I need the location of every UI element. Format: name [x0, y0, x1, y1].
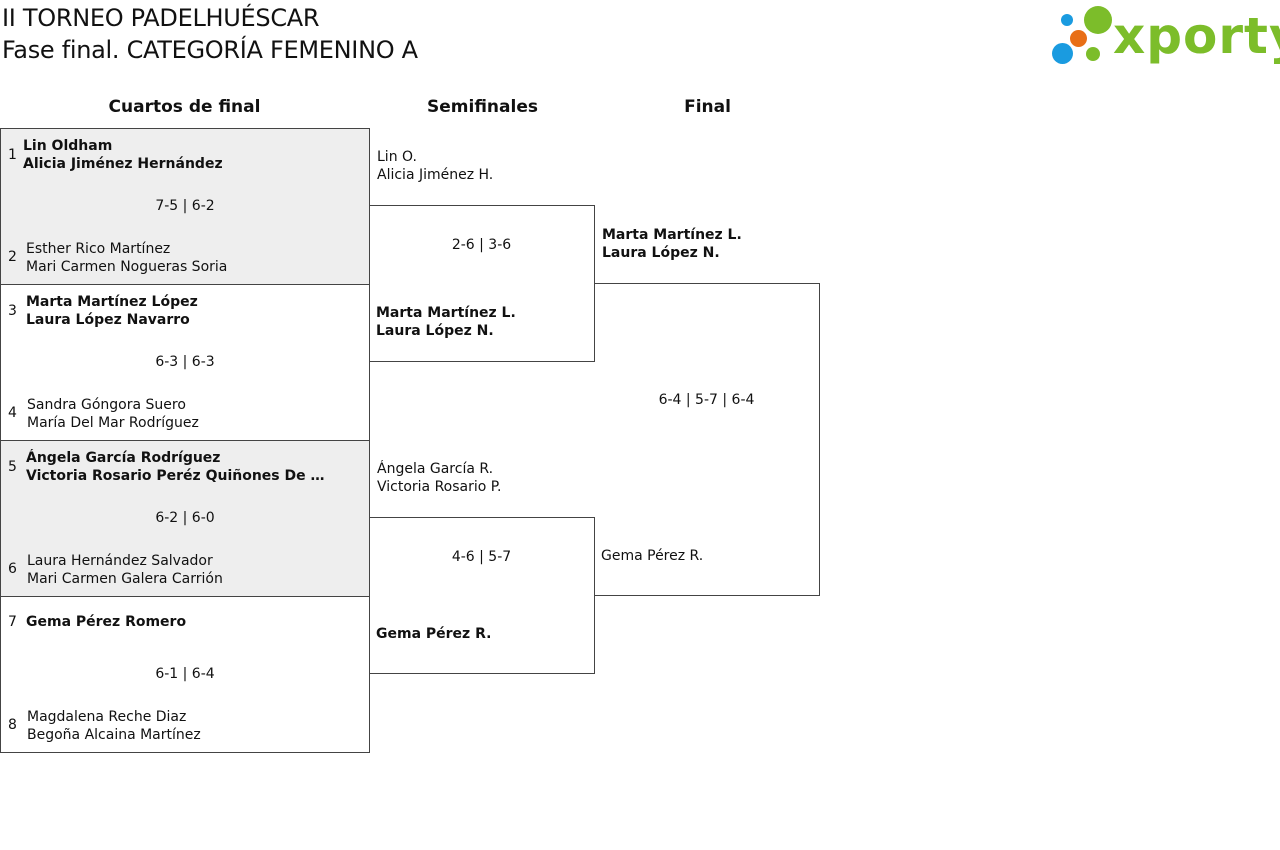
semifinal-match-2: 4-6 | 5-7 Gema Pérez R.	[369, 517, 595, 674]
player-name: Begoña Alcaina Martínez	[27, 727, 201, 743]
team-winner: Lin Oldham Alicia Jiménez Hernández	[23, 137, 223, 173]
seed-number: 7	[8, 614, 17, 630]
player-name: Victoria Rosario Peréz Quiñones De Las H…	[26, 468, 326, 484]
player-name: Laura López N.	[602, 245, 720, 261]
seed-number: 5	[8, 459, 17, 475]
player-name: Victoria Rosario P.	[377, 479, 502, 495]
match-score: 6-1 | 6-4	[155, 666, 215, 682]
player-name: Sandra Góngora Suero	[27, 397, 186, 413]
match-score: 6-4 | 5-7 | 6-4	[658, 392, 755, 408]
team-loser: Magdalena Reche Diaz Begoña Alcaina Mart…	[27, 708, 201, 744]
logo-text: xporty	[1113, 7, 1280, 65]
tournament-title: II TORNEO PADELHUÉSCAR	[2, 4, 320, 32]
logo-dot-orange	[1070, 30, 1087, 47]
team-winner: Marta Martínez L. Laura López N.	[376, 304, 516, 340]
seed-number: 3	[8, 303, 17, 319]
player-name: Marta Martínez L.	[376, 305, 516, 321]
phase-title: Fase final. CATEGORÍA FEMENINO A	[2, 36, 418, 64]
player-name: Alicia Jiménez H.	[377, 167, 494, 183]
logo-dot-blue	[1052, 43, 1073, 64]
final-column-header: Final	[684, 97, 731, 117]
qf-column-header: Cuartos de final	[108, 97, 261, 117]
logo-dot-green	[1084, 6, 1112, 34]
team-winner: Marta Martínez López Laura López Navarro	[26, 293, 198, 329]
player-name: María Del Mar Rodríguez	[27, 415, 199, 431]
player-name: Gema Pérez R.	[601, 548, 704, 564]
match-score: 6-3 | 6-3	[155, 354, 215, 370]
player-name: Alicia Jiménez Hernández	[23, 156, 223, 172]
quarterfinal-match-1: 1 Lin Oldham Alicia Jiménez Hernández 7-…	[0, 128, 370, 285]
team-loser: Esther Rico Martínez Mari Carmen Noguera…	[26, 240, 227, 276]
player-name: Laura Hernández Salvador	[27, 553, 213, 569]
final-team-a: Marta Martínez L. Laura López N.	[602, 226, 742, 262]
player-name: Marta Martínez L.	[602, 227, 742, 243]
match-score: 7-5 | 6-2	[155, 198, 215, 214]
team-winner: Ángela García Rodríguez Victoria Rosario…	[26, 449, 326, 485]
sf-column-header: Semifinales	[427, 97, 538, 117]
final-match: 6-4 | 5-7 | 6-4 Gema Pérez R.	[594, 283, 820, 596]
player-name: Magdalena Reche Diaz	[27, 709, 187, 725]
logo-dot-green-small	[1086, 47, 1100, 61]
player-name: Esther Rico Martínez	[26, 241, 171, 257]
seed-number: 4	[8, 405, 17, 421]
player-name: Laura López N.	[376, 323, 494, 339]
player-name: Lin Oldham	[23, 138, 113, 154]
player-name: Gema Pérez Romero	[26, 614, 187, 630]
seed-number: 2	[8, 249, 17, 265]
final-team-b: Gema Pérez R.	[601, 547, 703, 565]
player-name: Gema Pérez R.	[376, 626, 492, 642]
player-name: Marta Martínez López	[26, 294, 198, 310]
semifinal-2-team-a: Ángela García R. Victoria Rosario P.	[377, 460, 502, 496]
quarterfinal-match-3: 5 Ángela García Rodríguez Victoria Rosar…	[0, 440, 370, 597]
team-winner: Gema Pérez R.	[376, 625, 491, 643]
team-winner: Gema Pérez Romero	[26, 613, 186, 631]
seed-number: 1	[8, 147, 17, 163]
match-score: 6-2 | 6-0	[155, 510, 215, 526]
player-name: Ángela García R.	[377, 461, 494, 477]
player-name: Ángela García Rodríguez	[26, 450, 221, 466]
seed-number: 6	[8, 561, 17, 577]
player-name: Mari Carmen Galera Carrión	[27, 571, 223, 587]
semifinal-match-1: 2-6 | 3-6 Marta Martínez L. Laura López …	[369, 205, 595, 362]
player-name: Laura López Navarro	[26, 312, 190, 328]
semifinal-1-team-a: Lin O. Alicia Jiménez H.	[377, 148, 493, 184]
player-name: Mari Carmen Nogueras Soria	[26, 259, 228, 275]
match-score: 2-6 | 3-6	[451, 237, 512, 253]
match-score: 4-6 | 5-7	[451, 549, 512, 565]
logo-dot-blue-small	[1061, 14, 1073, 26]
player-name: Lin O.	[377, 149, 417, 165]
team-loser: Laura Hernández Salvador Mari Carmen Gal…	[27, 552, 223, 588]
seed-number: 8	[8, 717, 17, 733]
quarterfinal-match-2: 3 Marta Martínez López Laura López Navar…	[0, 284, 370, 441]
quarterfinal-match-4: 7 Gema Pérez Romero 6-1 | 6-4 8 Magdalen…	[0, 596, 370, 753]
team-loser: Sandra Góngora Suero María Del Mar Rodrí…	[27, 396, 199, 432]
